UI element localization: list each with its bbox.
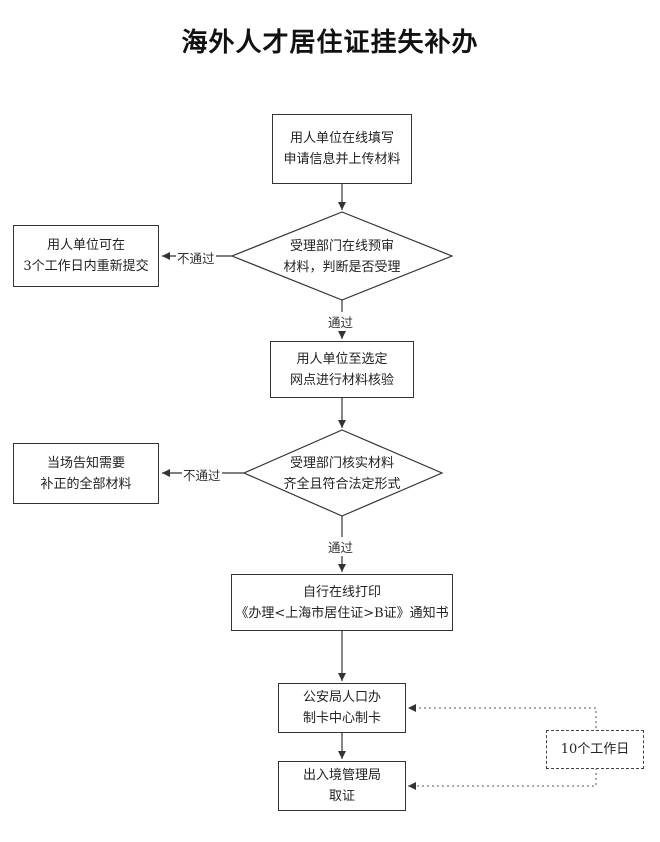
decision2-line2: 齐全且符合法定形式 [283, 477, 401, 492]
note-text: 10个工作日 [560, 742, 630, 757]
note-box-duration: 10个工作日 [546, 730, 644, 769]
process-box-card-making: 公安局人口办 制卡中心制卡 [278, 683, 406, 733]
dotted-connector-to-step5 [408, 768, 597, 790]
reject2-line1: 当场告知需要 [46, 455, 125, 471]
edge-label-pass-1: 通过 [327, 312, 355, 331]
step3-line2: 《办理<上海市居住证>B证》通知书 [235, 605, 449, 621]
decision2-line1: 受理部门核实材料 [289, 456, 394, 471]
edge-label-fail-1: 不通过 [176, 248, 216, 267]
process-box-online-application: 用人单位在线填写 申请信息并上传材料 [272, 114, 412, 184]
decision1-line2: 材料，判断是否受理 [283, 260, 401, 275]
step4-line2: 制卡中心制卡 [302, 711, 381, 726]
edge-label-fail-2: 不通过 [182, 465, 222, 484]
decision1-line1: 受理部门在线预审 [289, 239, 394, 254]
reject-box-supplement: 当场告知需要 补正的全部材料 [13, 443, 159, 504]
process-box-collect-card: 出入境管理局 取证 [278, 761, 406, 811]
step2-line1: 用人单位至选定 [296, 351, 388, 367]
step5-line2: 取证 [328, 789, 355, 804]
reject1-line2: 3个工作日内重新提交 [23, 259, 149, 274]
dotted-connector-to-step4 [408, 704, 597, 748]
page-title: 海外人才居住证挂失补办 [181, 28, 479, 58]
reject1-line1: 用人单位可在 [46, 238, 125, 253]
step4-line1: 公安局人口办 [302, 690, 381, 705]
step1-line2: 申请信息并上传材料 [283, 152, 401, 167]
step1-line1: 用人单位在线填写 [289, 131, 394, 146]
reject-box-resubmit: 用人单位可在 3个工作日内重新提交 [13, 225, 159, 287]
decision2-text: 受理部门核实材料 齐全且符合法定形式 [264, 453, 420, 495]
edge-label-pass-2: 通过 [327, 537, 355, 556]
process-box-print-notice: 自行在线打印 《办理<上海市居住证>B证》通知书 [231, 574, 453, 631]
process-box-material-verification: 用人单位至选定 网点进行材料核验 [270, 341, 414, 398]
step3-line1: 自行在线打印 [302, 584, 381, 600]
reject2-line2: 补正的全部材料 [40, 476, 132, 492]
step5-line1: 出入境管理局 [302, 768, 381, 783]
step2-line2: 网点进行材料核验 [289, 372, 394, 388]
decision1-text: 受理部门在线预审 材料，判断是否受理 [272, 236, 412, 278]
